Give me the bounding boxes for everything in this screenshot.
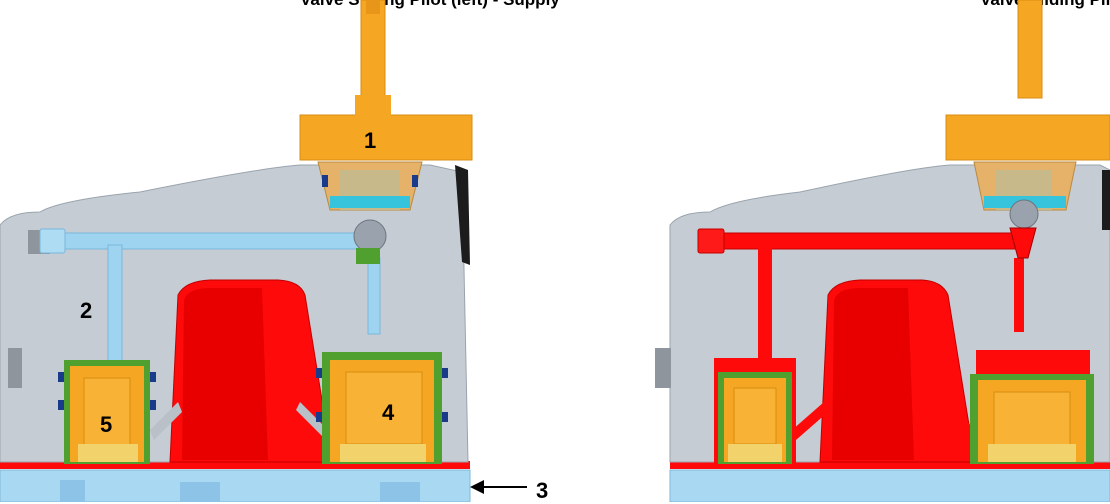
callout-4: 4	[382, 400, 395, 425]
left-panel-title: Valve Sliding Pilot (left) - Supply	[300, 0, 560, 10]
gasket-line	[0, 461, 470, 469]
passage-vertical-left-red	[758, 245, 772, 363]
base-plate-right	[669, 469, 1110, 502]
callout-3-arrow	[470, 480, 527, 494]
callout-5: 5	[100, 412, 113, 437]
sleeve-4	[316, 352, 448, 464]
sleeve-5	[58, 360, 156, 464]
callout-1: 1	[364, 128, 377, 153]
right-valve-drawing	[655, 0, 1110, 502]
pilot-operator	[299, 0, 473, 264]
passage-vertical-right-red	[1014, 258, 1024, 332]
right-panel-title: Valve Sliding Pilot (right) - Supply	[980, 0, 1110, 10]
callout-3: 3	[536, 478, 549, 503]
callout-2: 2	[80, 298, 93, 323]
left-valve-diagram: Valve Sliding Pilot (left) - Supply	[0, 0, 560, 503]
passage-horizontal-red	[699, 232, 1026, 250]
gasket-line-right	[670, 461, 1110, 469]
left-valve-drawing	[0, 0, 473, 502]
right-valve-diagram: Valve Sliding Pilot (right) - Supply	[620, 0, 1110, 502]
